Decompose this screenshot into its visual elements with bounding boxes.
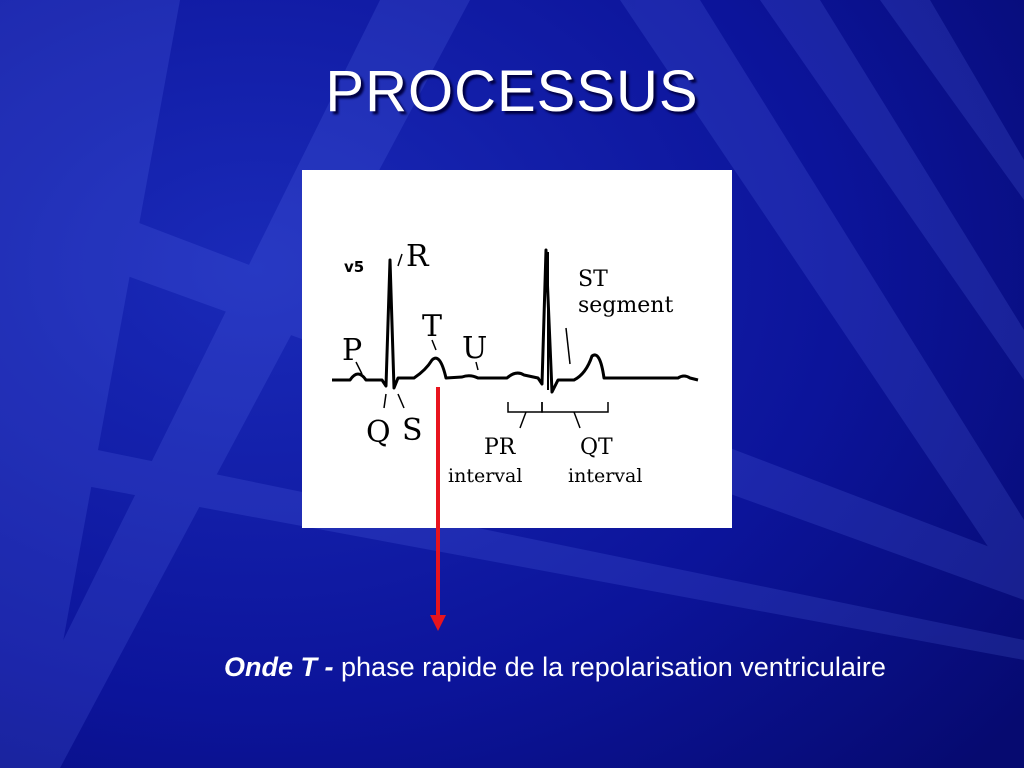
caption: Onde T - phase rapide de la repolarisati…: [224, 648, 924, 686]
qt-interval-label-line1: QT: [580, 435, 613, 460]
wave-leader-lines: [355, 253, 571, 409]
wave-label-q: Q: [366, 415, 391, 450]
ecg-trace: [332, 248, 699, 394]
caption-text: phase rapide de la repolarisation ventri…: [341, 652, 886, 682]
interval-brackets: [507, 402, 609, 429]
ecg-diagram-panel: v5 R P T U Q S ST segment PR interval QT…: [302, 170, 732, 528]
pr-interval-label-line1: PR: [484, 435, 517, 460]
red-pointer-arrow: [430, 387, 446, 631]
st-segment-label-line2: segment: [578, 293, 673, 318]
st-segment-label-line1: ST: [578, 267, 608, 292]
wave-label-t: T: [422, 309, 442, 344]
wave-label-u: U: [462, 331, 487, 366]
slide-title: PROCESSUS: [325, 59, 699, 124]
pr-interval-label-line2: interval: [448, 465, 522, 487]
lead-label: v5: [344, 258, 364, 276]
caption-term: Onde T -: [224, 652, 334, 682]
ecg-diagram: v5 R P T U Q S ST segment PR interval QT…: [332, 239, 699, 487]
wave-label-s: S: [402, 413, 423, 448]
qt-interval-label-line2: interval: [568, 465, 642, 487]
wave-label-r: R: [406, 239, 430, 274]
wave-label-p: P: [342, 333, 362, 368]
